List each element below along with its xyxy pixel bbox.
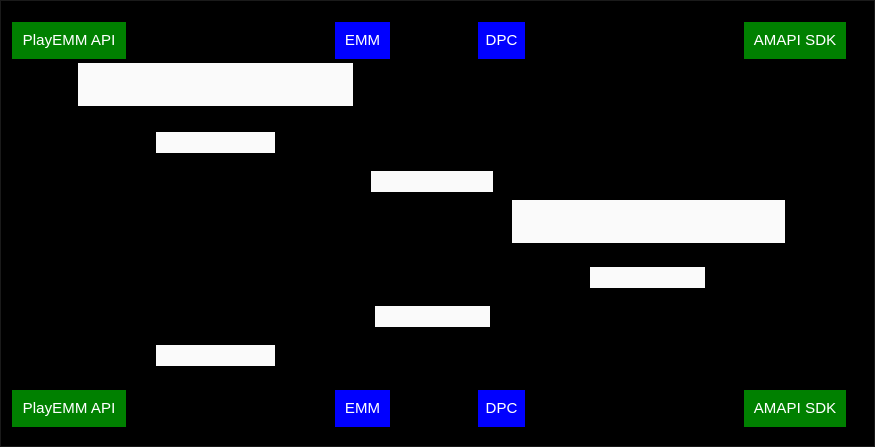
participant-playemm-api-top[interactable]: PlayEMM API [12,22,126,59]
participant-label: DPC [485,400,518,417]
message-arrow-5 [501,287,794,293]
message-arrow-3 [362,190,501,196]
participant-label: EMM [344,32,381,49]
message-arrow-1 [69,104,362,110]
lifeline-amapi-sdk [794,59,795,388]
participant-label: PlayEMM API [22,400,116,417]
lifeline-playemm-api [69,59,70,388]
message-label-1-line-2: enrollmentTokenType=userlessDevice) [90,172,341,189]
message-label-6-line-1: userId, deviceId [381,350,484,366]
message-arrow-6 [362,326,501,332]
message-label-5-line-1: userId, deviceId [596,311,699,327]
participant-label: AMAPI SDK [753,32,837,49]
message-label-3-line-1: enrollment token [378,215,486,231]
participant-amapi-sdk-top[interactable]: AMAPI SDK [744,22,846,59]
participant-amapi-sdk-bottom[interactable]: AMAPI SDK [744,390,846,427]
message-label-1-line-1: enrollmentTokens.create( [134,108,297,124]
message-arrow-4 [501,240,794,246]
message-label-7-line-1: devices.update() [161,389,270,405]
message-label-3: enrollment token [371,171,493,231]
participant-emm-bottom[interactable]: EMM [335,390,390,427]
participant-label: PlayEMM API [22,32,116,49]
message-label-1: enrollmentTokens.create( enrollmentToken… [78,63,353,189]
message-label-4: accountSetupClient .startAccountSetup(en… [512,200,785,326]
participant-emm-top[interactable]: EMM [335,22,390,59]
message-label-2-line-1: enrollmentToken [162,176,269,192]
lifeline-dpc [501,59,502,388]
message-label-7: devices.update() [156,345,275,405]
participant-dpc-top[interactable]: DPC [478,22,525,59]
lifeline-emm [362,59,363,388]
participant-label: AMAPI SDK [753,400,837,417]
message-label-4-line-1: accountSetupClient [585,245,712,261]
message-arrow-2 [69,151,362,157]
participant-dpc-bottom[interactable]: DPC [478,390,525,427]
participant-label: EMM [344,400,381,417]
message-label-5: userId, deviceId [590,267,705,327]
participant-playemm-api-bottom[interactable]: PlayEMM API [12,390,126,427]
message-arrow-7 [69,365,362,371]
message-label-4-line-2: .startAccountSetup(entrollment token) [526,309,771,326]
participant-label: DPC [485,32,518,49]
message-label-2: enrollmentToken [156,132,275,192]
message-label-6: userId, deviceId [375,306,490,366]
